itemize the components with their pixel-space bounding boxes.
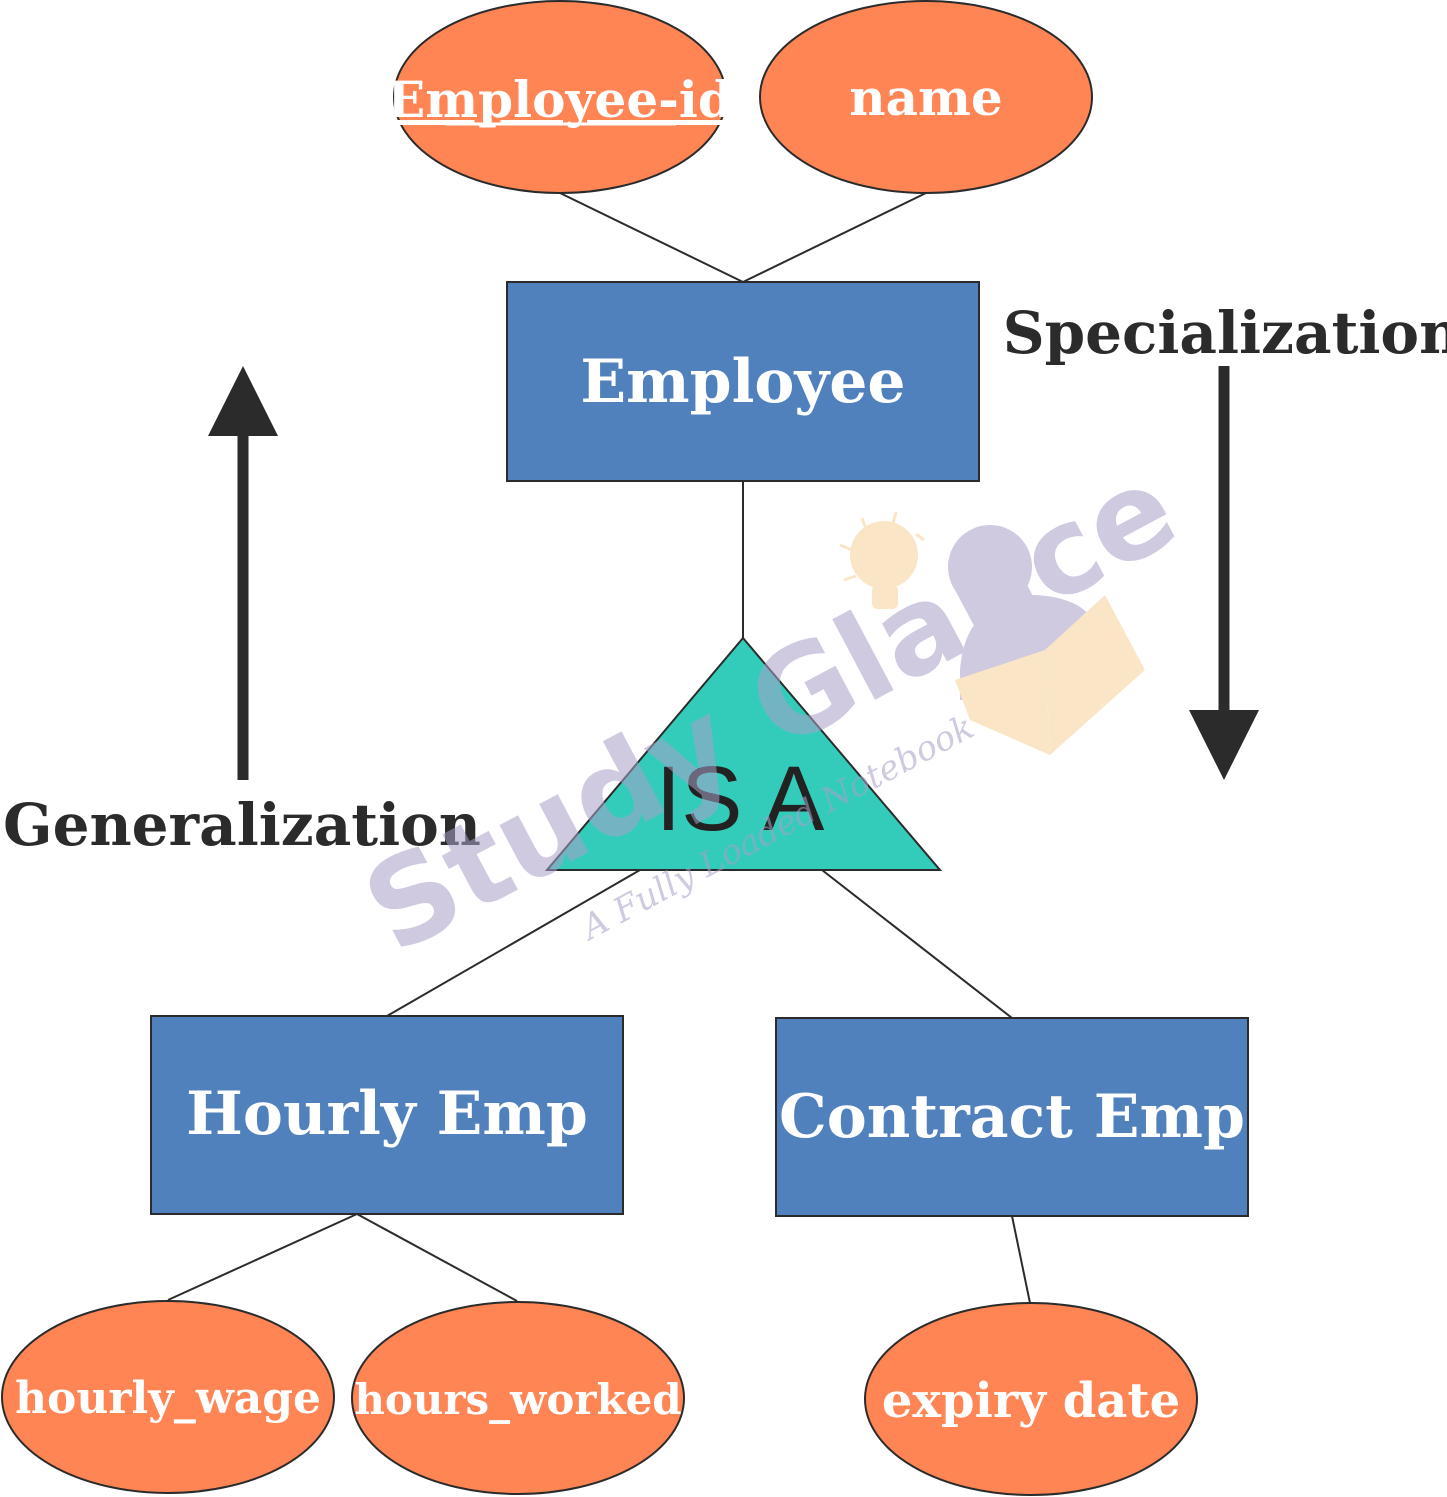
reader-icon [948, 525, 1145, 755]
attribute-ellipse [393, 0, 727, 194]
relationship-isa: IS A [544, 636, 943, 871]
isa-label: IS A [656, 748, 825, 850]
entity-employee: Employee [506, 281, 980, 482]
attribute-label-expiry-date: expiry date [882, 1373, 1180, 1429]
attribute-hours-worked: hours_worked [351, 1301, 685, 1495]
attribute-label-name: name [849, 68, 1002, 127]
generalization-label: Generalization [3, 791, 481, 859]
attribute-ellipse [1, 1300, 335, 1494]
entity-box [150, 1015, 624, 1215]
attribute-ellipse [864, 1302, 1198, 1496]
entity-label-employee: Employee [580, 347, 905, 417]
connector-employee-id [559, 192, 744, 283]
attribute-label-hours-worked: hours_worked [354, 1375, 681, 1424]
connector-isa-hourly [386, 869, 641, 1017]
connector-name [742, 192, 927, 283]
connectors [167, 192, 1031, 1304]
attribute-ellipse [759, 0, 1093, 194]
entity-contract-emp: Contract Emp [775, 1017, 1249, 1217]
attribute-label-employee-id: Employee-id [387, 70, 733, 129]
entity-box [506, 281, 980, 482]
arrow-up-icon [208, 366, 278, 436]
isa-triangle [544, 636, 943, 871]
entity-label-hourly: Hourly Emp [186, 1079, 588, 1149]
entity-hourly-emp: Hourly Emp [150, 1015, 624, 1215]
connector-isa-contract [821, 869, 1013, 1019]
specialization-arrow [1189, 366, 1259, 780]
attribute-hourly-wage: hourly_wage [1, 1300, 335, 1494]
connector-expiry-date [1011, 1215, 1031, 1304]
connector-hourly-wage [167, 1213, 358, 1301]
entity-label-contract: Contract Emp [779, 1082, 1245, 1152]
lightbulb-icon [839, 511, 925, 609]
entity-box [775, 1017, 1249, 1217]
attribute-label-hourly-wage: hourly_wage [15, 1373, 321, 1424]
specialization-label: Specialization [1003, 299, 1447, 367]
attribute-ellipse [351, 1301, 685, 1495]
connector-hours-worked [356, 1213, 518, 1302]
attribute-name: name [759, 0, 1093, 194]
arrow-down-icon [1189, 710, 1259, 780]
attribute-employee-id: Employee-id [387, 0, 733, 194]
generalization-arrow [208, 366, 278, 780]
attribute-expiry-date: expiry date [864, 1302, 1198, 1496]
watermark: Study Glance A Fully Loaded Notebook [343, 438, 1197, 980]
